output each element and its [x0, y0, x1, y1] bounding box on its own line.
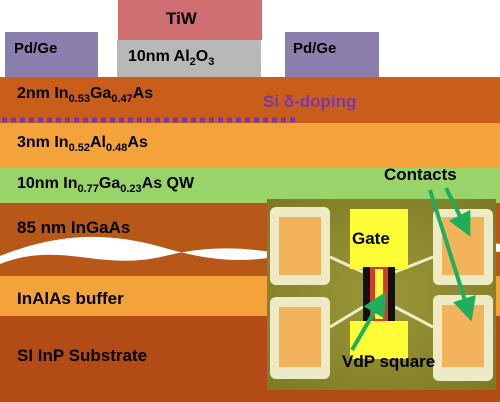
vdp-arrow — [350, 291, 387, 352]
buffer-layer-label: InAlAs buffer — [17, 289, 124, 308]
cap-layer-label: 2nm In0.53Ga0.47As — [17, 85, 154, 106]
oxide-label: 10nm Al2O3 — [128, 48, 215, 69]
barrier-layer-label: 3nm In0.52Al0.48As — [17, 134, 148, 155]
contact-arrow-1 — [444, 187, 471, 237]
oxide-layer — [117, 40, 261, 77]
right-contact — [285, 32, 379, 77]
vdp-square-label: VdP square — [342, 352, 436, 371]
cap-layer — [0, 77, 500, 123]
delta-doping-line — [2, 117, 298, 123]
barrier-layer — [0, 123, 500, 168]
gate-metal — [118, 0, 262, 40]
channel-layer-label: 85 nm InGaAs — [17, 218, 131, 237]
substrate-layer-label: SI InP Substrate — [17, 346, 148, 365]
contacts-label: Contacts — [384, 165, 457, 184]
contact-arrow-2 — [428, 189, 476, 322]
left-contact — [5, 32, 98, 77]
qw-layer — [0, 168, 500, 203]
doping-label: Si δ-doping — [263, 92, 357, 111]
gate-photo-label: Gate — [352, 229, 390, 248]
left-contact-label: Pd/Ge — [14, 40, 58, 57]
gate-label: TiW — [166, 9, 197, 28]
right-contact-label: Pd/Ge — [293, 40, 337, 57]
qw-layer-label: 10nm In0.77Ga0.23As QW — [17, 175, 195, 196]
